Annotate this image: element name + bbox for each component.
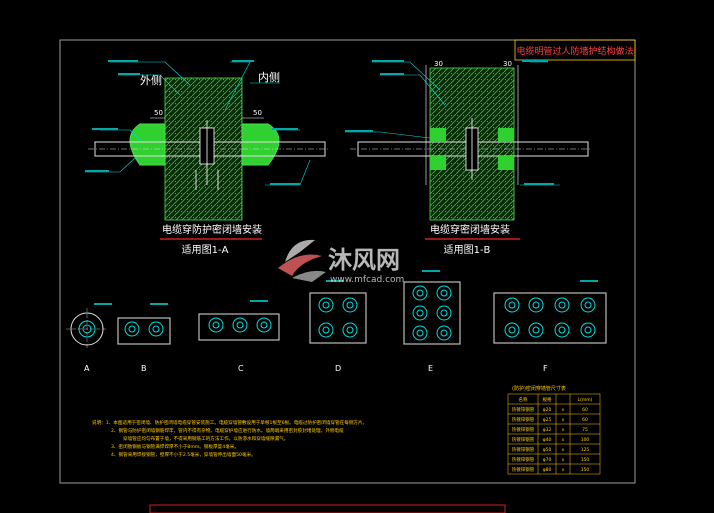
section-label-f: F (543, 364, 548, 373)
table-cell: x (562, 448, 565, 453)
dim-left-b: 30 (434, 60, 443, 68)
subcaption-b: 适用图1-B (444, 244, 491, 256)
table-cell: φ40 (543, 437, 552, 443)
table-cell: x (562, 438, 565, 443)
table-header-spec: 规格 (543, 396, 552, 403)
section-f: F (493, 280, 607, 373)
caption-b: 电缆穿密闭墙安装 (430, 223, 510, 236)
subcaption-a: 适用图1-A (182, 244, 229, 256)
watermark-brand: 沐风网 (328, 246, 400, 274)
title-block-text: 电缆明管过人防墙护结构做法 (516, 45, 633, 57)
table-cell: 热镀锌钢管 (512, 446, 535, 453)
table-cell: φ20 (543, 407, 552, 413)
collar-right-a (241, 123, 280, 166)
table-header-length: L(mm) (578, 397, 593, 403)
table-cell: x (562, 458, 565, 463)
table-cell: φ70 (543, 457, 552, 463)
section-e: E (403, 270, 461, 373)
section-label-a: A (84, 364, 90, 373)
section-label-c: C (238, 364, 244, 373)
pipe-size-table: (防护)密闭穿墙管尺寸表 名称 规格 L(mm) 热镀锌钢管 φ20 x 60 … (507, 385, 601, 475)
section-label-d: D (335, 364, 341, 373)
note-line-4: 3、密闭肋钢板与钢管满焊焊厚不小于8mm。钢板厚度4毫米。 (111, 443, 239, 450)
note-line-3: 穿墙管应均匀布置于墙，不得采用钢筋工的方法工作。以防渗水和穿墙缝隙漏气。 (123, 435, 288, 442)
section-d: D (309, 280, 367, 373)
section-label-e: E (428, 364, 433, 373)
table-header-name: 名称 (519, 396, 528, 403)
note-line-2: 2、钢管与防护密闭墙钢筋焊牢，管内不得有杂物。电缆穿护墙应进行防水。墙两端采用密… (111, 427, 344, 434)
table-cell: φ80 (543, 467, 552, 473)
section-b: B (117, 303, 171, 373)
caption-a: 电缆穿防护密闭墙安装 (162, 223, 262, 236)
label-outer-side: 外侧 (140, 74, 162, 87)
note-line-5: 4、钢管采用焊接钢管，壁厚不小于2.5毫米，穿墙管伸出墙面50毫米。 (111, 451, 256, 458)
watermark-logo-icon (278, 239, 326, 282)
table-cell: 热镀锌钢管 (512, 456, 535, 463)
watermark: 沐风网 www.mfcad.com (278, 239, 404, 285)
section-a: A (66, 303, 112, 373)
table-cell: 100 (581, 437, 590, 443)
detail-a: 外侧 内侧 50 50 电缆穿防护密闭墙安装 适用图1-A (85, 60, 330, 256)
table-cell: 热镀锌钢管 (512, 466, 535, 473)
table-cell: x (562, 428, 565, 433)
dim-left-a: 50 (154, 109, 163, 117)
design-notes: 说明：1、本图适用于密闭墙、防护密闭墙电缆穿管安装施工。电缆穿墙管敷设用于单根1… (92, 419, 367, 458)
label-inner-side: 内侧 (258, 70, 280, 84)
table-cell: 150 (581, 457, 590, 463)
table-cell: 75 (582, 427, 588, 433)
table-cell: 热镀锌钢管 (512, 406, 535, 413)
table-cell: 125 (581, 447, 590, 453)
bottom-frame-mark (149, 504, 506, 513)
dim-right-a: 50 (253, 109, 262, 117)
watermark-url: www.mfcad.com (330, 275, 404, 285)
table-cell: φ25 (543, 417, 552, 423)
table-title: (防护)密闭穿墙管尺寸表 (512, 385, 566, 392)
table-cell: 60 (582, 417, 588, 423)
drawing-border (59, 39, 636, 484)
note-line-1: 说明：1、本图适用于密闭墙、防护密闭墙电缆穿管安装施工。电缆穿墙管敷设用于单根1… (92, 419, 367, 426)
collar-left-a (129, 123, 166, 166)
section-c: C (198, 300, 280, 373)
dim-right-b: 30 (503, 60, 512, 68)
table-cell: 热镀锌钢管 (512, 416, 535, 423)
detail-b: 30 30 电缆穿密闭墙安装 适用图1-B (345, 60, 592, 256)
title-block-frame (514, 39, 636, 61)
table-cell: φ50 (543, 447, 552, 453)
table-cell: x (562, 418, 565, 423)
table-cell: 热镀锌钢管 (512, 436, 535, 443)
table-cell: 60 (582, 407, 588, 413)
table-cell: 150 (581, 467, 590, 473)
table-cell: x (562, 408, 565, 413)
wall-b (429, 67, 515, 221)
table-cell: x (562, 468, 565, 473)
section-label-b: B (141, 364, 147, 373)
table-cell: φ32 (543, 427, 552, 433)
table-cell: 热镀锌钢管 (512, 426, 535, 433)
